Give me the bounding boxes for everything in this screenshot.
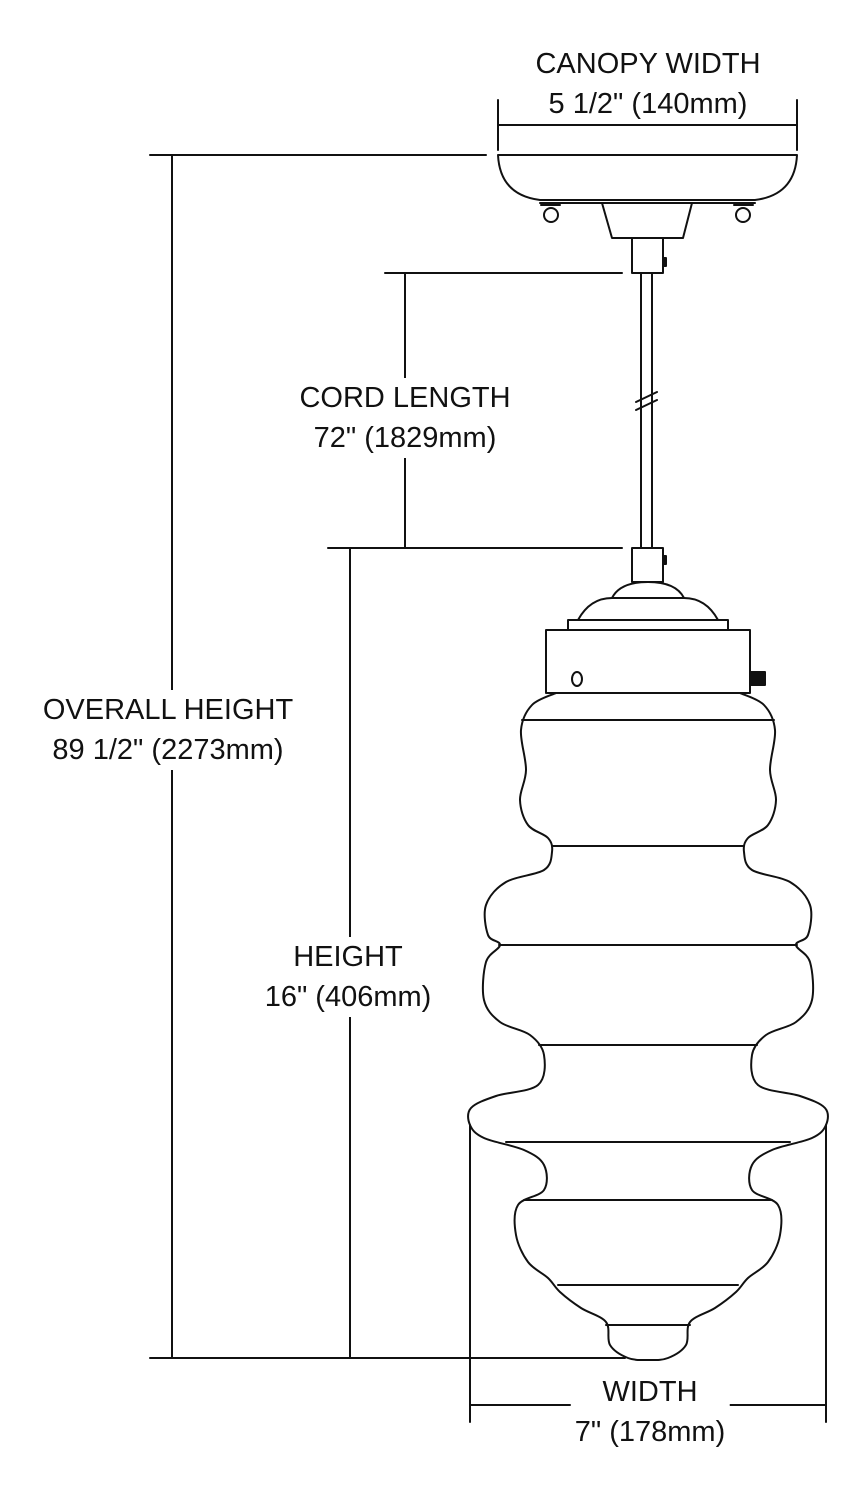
height-label: HEIGHT 16" (406mm)	[260, 937, 436, 1017]
cord	[635, 272, 658, 549]
cord-length-label: CORD LENGTH 72" (1829mm)	[295, 378, 515, 458]
canopy-width-dimension	[497, 99, 798, 151]
glass-bands	[498, 719, 798, 1326]
width-title: WIDTH	[602, 1376, 698, 1408]
overall-height-value: 89 1/2" (2273mm)	[52, 734, 284, 766]
cord-length-value: 72" (1829mm)	[313, 422, 497, 454]
width-value: 7" (178mm)	[574, 1416, 726, 1448]
overall-height-title: OVERALL HEIGHT	[42, 694, 294, 726]
overall-height-label: OVERALL HEIGHT 89 1/2" (2273mm)	[38, 690, 298, 770]
canopy-width-label: CANOPY WIDTH 5 1/2" (140mm)	[531, 44, 765, 124]
canopy	[497, 154, 798, 274]
canopy-width-title: CANOPY WIDTH	[535, 48, 761, 80]
width-label: WIDTH 7" (178mm)	[570, 1372, 730, 1452]
cord-length-title: CORD LENGTH	[299, 382, 511, 414]
glass-shade	[467, 692, 829, 1362]
height-value: 16" (406mm)	[264, 981, 432, 1013]
fitter	[545, 547, 766, 694]
canopy-width-value: 5 1/2" (140mm)	[548, 88, 748, 120]
height-title: HEIGHT	[293, 941, 403, 973]
